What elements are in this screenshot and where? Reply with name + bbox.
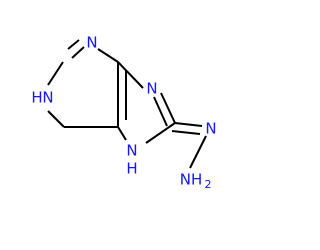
atom-n-hydrazone: N <box>205 120 216 138</box>
molecule-structure: N N N H N N H NH 2 <box>31 34 216 192</box>
bond-n1-c6 <box>97 48 119 63</box>
atom-n7: N <box>146 80 157 98</box>
atom-labels: N N N H N N H NH 2 <box>31 34 216 192</box>
bond-c8-nn-double <box>171 130 201 135</box>
bond-nn-nh2 <box>189 135 207 169</box>
bond-c2-n1 <box>71 46 85 59</box>
atom-nh-left-n: N <box>42 89 53 107</box>
bond-n9h-c5 <box>117 126 127 141</box>
bond-n7-c8 <box>160 92 176 124</box>
bond-c8-n9h <box>145 122 176 144</box>
atom-nh-bottom-h: H <box>126 160 137 178</box>
atom-nh2-subscript: 2 <box>205 178 212 191</box>
bond-c8-nn <box>174 122 203 127</box>
bond-c2-n1-double <box>67 39 80 50</box>
atom-n1-top: N <box>86 34 97 52</box>
atom-nh-bottom-n: N <box>126 142 137 160</box>
bond-n3h-c4 <box>47 110 65 128</box>
bond-n7-c8-double <box>153 96 168 127</box>
bonds <box>47 39 207 169</box>
atom-nh2: NH <box>180 171 203 189</box>
bond-c2-n3h <box>47 61 64 86</box>
bond-c6-n7 <box>117 61 144 89</box>
atom-nh-left-h: H <box>31 89 42 107</box>
